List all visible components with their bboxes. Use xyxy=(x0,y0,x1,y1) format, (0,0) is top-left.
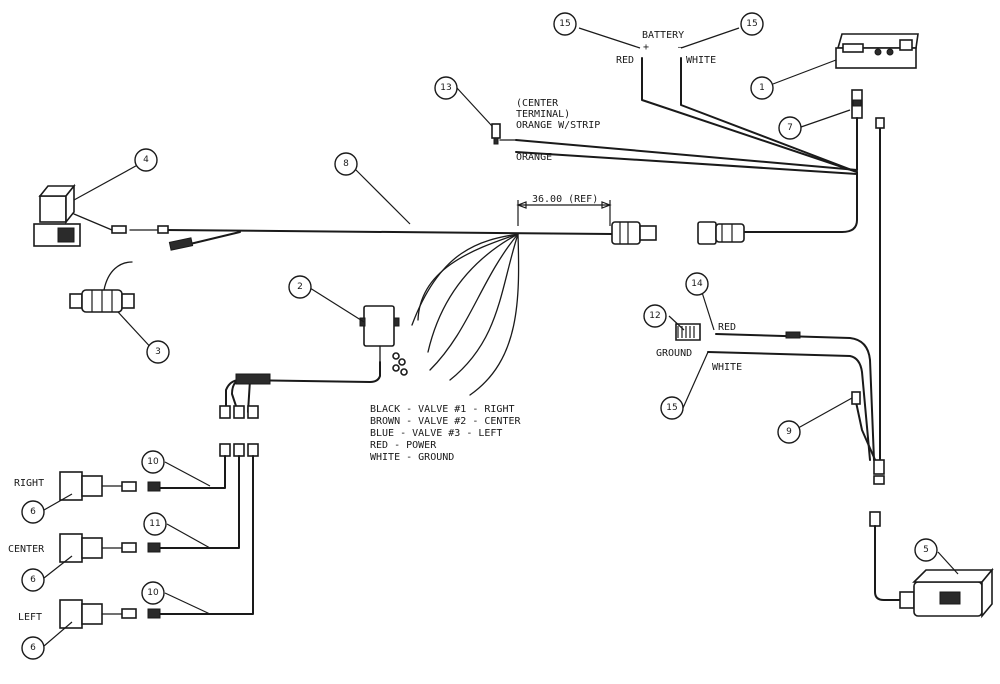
harness-connector-male xyxy=(611,221,657,245)
legend-line-4: RED - POWER xyxy=(370,440,437,451)
valve-module xyxy=(219,305,408,419)
orange-strip-label: ORANGE W/STRIP xyxy=(516,120,600,131)
callout-5: 5 xyxy=(914,538,938,562)
white-wire-label-top: WHITE xyxy=(686,55,716,66)
svg-text:6: 6 xyxy=(30,643,36,653)
svg-text:14: 14 xyxy=(691,279,703,289)
callout-15a: 15 xyxy=(553,12,577,36)
control-console xyxy=(835,33,919,69)
callout-leaders xyxy=(43,27,959,647)
svg-text:10: 10 xyxy=(147,457,159,467)
legend-line-3: BLUE - VALVE #3 - LEFT xyxy=(370,428,502,439)
ground-label: GROUND xyxy=(656,348,692,359)
battery-leads xyxy=(515,57,858,233)
callout-13: 13 xyxy=(434,76,458,100)
svg-text:15: 15 xyxy=(746,19,757,29)
callout-15b: 15 xyxy=(740,12,764,36)
fan-out-wires xyxy=(411,233,520,396)
callout-3: 3 xyxy=(146,340,170,364)
svg-text:8: 8 xyxy=(343,159,349,169)
svg-text:10: 10 xyxy=(147,588,159,598)
master-valve xyxy=(33,183,113,247)
harness-connector-female xyxy=(697,221,745,245)
pressure-sensor-13 xyxy=(491,123,517,145)
flow-meter xyxy=(69,261,135,313)
svg-text:1: 1 xyxy=(759,83,765,93)
svg-text:9: 9 xyxy=(786,427,792,437)
svg-text:3: 3 xyxy=(155,347,161,357)
svg-text:12: 12 xyxy=(649,311,660,321)
svg-text:6: 6 xyxy=(30,575,36,585)
callout-6c: 6 xyxy=(21,636,45,660)
svg-text:2: 2 xyxy=(297,282,303,292)
dimension-label: 36.00 (REF) xyxy=(532,194,598,205)
svg-text:5: 5 xyxy=(923,545,929,555)
power-ground-leads xyxy=(675,117,885,485)
right-valve-label: RIGHT xyxy=(14,478,44,489)
section-valve-wiring xyxy=(59,443,259,629)
legend-line-5: WHITE - GROUND xyxy=(370,452,454,463)
speed-sensor xyxy=(869,511,994,619)
svg-text:7: 7 xyxy=(787,123,793,133)
legend-line-1: BLACK - VALVE #1 - RIGHT xyxy=(370,404,515,415)
callout-15c: 15 xyxy=(660,396,684,420)
svg-text:15: 15 xyxy=(559,19,570,29)
battery-label: BATTERY xyxy=(642,30,684,41)
callout-10a: 10 xyxy=(141,450,165,474)
svg-text:13: 13 xyxy=(440,83,451,93)
svg-text:15: 15 xyxy=(666,403,677,413)
battery-plus-label: + xyxy=(643,42,649,53)
callout-9: 9 xyxy=(777,420,801,444)
svg-text:6: 6 xyxy=(30,507,36,517)
red-wire-label-mid: RED xyxy=(718,322,736,333)
callout-12: 12 xyxy=(643,304,667,328)
callout-4: 4 xyxy=(134,148,158,172)
svg-text:4: 4 xyxy=(143,155,149,165)
callout-6a: 6 xyxy=(21,500,45,524)
main-harness xyxy=(111,225,613,251)
center-terminal-label-1: (CENTER xyxy=(516,98,559,109)
orange-label: ORANGE xyxy=(516,152,552,163)
legend-line-2: BROWN - VALVE #2 - CENTER xyxy=(370,416,521,427)
left-valve-label: LEFT xyxy=(18,612,42,623)
callout-14: 14 xyxy=(685,272,709,296)
red-wire-label-top: RED xyxy=(616,55,634,66)
center-valve-label: CENTER xyxy=(8,544,45,555)
callout-8: 8 xyxy=(334,152,358,176)
callout-7: 7 xyxy=(778,116,802,140)
white-wire-label-mid: WHITE xyxy=(712,362,742,373)
reference-dimension xyxy=(516,200,612,226)
console-connector xyxy=(851,89,863,171)
svg-text:11: 11 xyxy=(149,519,160,529)
callout-6b: 6 xyxy=(21,568,45,592)
callout-11: 11 xyxy=(143,512,167,536)
callout-2: 2 xyxy=(288,275,312,299)
callout-10b: 10 xyxy=(141,581,165,605)
callout-1: 1 xyxy=(750,76,774,100)
center-terminal-label-2: TERMINAL) xyxy=(516,109,570,120)
